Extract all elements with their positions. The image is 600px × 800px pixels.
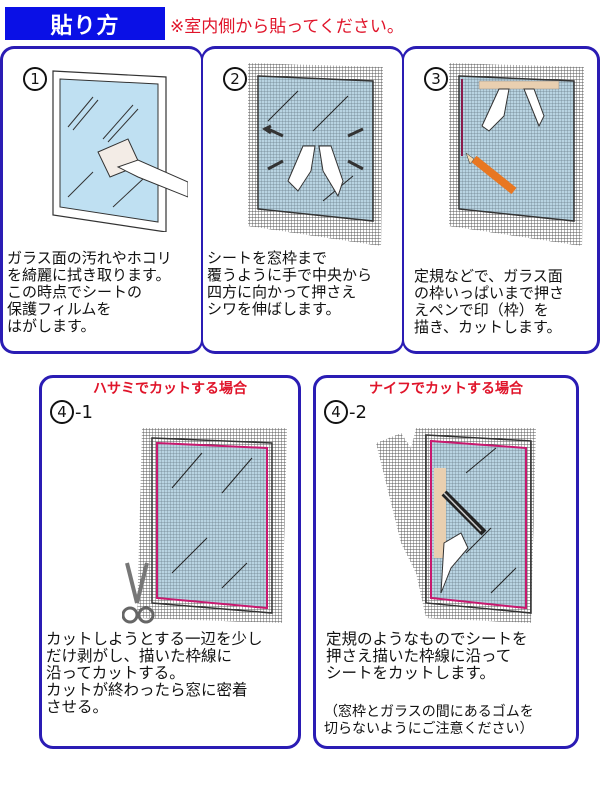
method-description: カットしようとする一辺を少し だけ剥がし、描いた枠線に 沿ってカットする。 カッ… — [46, 630, 263, 716]
ruler-pencil-illustration — [449, 63, 584, 246]
step-description: シートを窓枠まで 覆うように手で中央から 四方に向かって押さえ シワを伸ばします… — [207, 249, 373, 318]
step-number: 2 — [223, 67, 247, 91]
step-panel-3: 3 定規などで、ガラス面 の枠いっぱいまで押さ えペンで印（枠）を 描き、カット… — [402, 46, 600, 354]
step-description: 定規などで、ガラス面 の枠いっぱいまで押さ えペンで印（枠）を 描き、カットしま… — [414, 267, 565, 336]
method-description: 定規のようなものでシートを 押さえ描いた枠線に沿って シートをカットします。 — [326, 630, 528, 682]
step-number: 4 -2 — [324, 400, 367, 424]
step-number: 1 — [23, 67, 47, 91]
smoothing-sheet-illustration — [248, 63, 383, 246]
step-description: ガラス面の汚れやホコリ を綺麗に拭き取ります。 この時点でシートの 保護フィルム… — [7, 249, 172, 335]
method-panel-scissors: ハサミでカットする場合 4 -1 カットしようとする一辺を少し だけ剥がし、描い… — [39, 375, 301, 749]
step-number: 4 -1 — [50, 400, 93, 424]
page-title: 貼り方 — [5, 7, 165, 40]
header-note: ※室内側から貼ってください。 — [170, 17, 404, 37]
method-title: ハサミでカットする場合 — [93, 381, 247, 397]
step-panel-2: 2 シートを窓枠まで 覆うように手で中央から 四方に向かって押さえ シワを伸ばし… — [201, 46, 404, 354]
method-title: ナイフでカットする場合 — [369, 381, 523, 397]
step-number: 3 — [424, 67, 448, 91]
method-panel-knife: ナイフでカットする場合 4 -2 定規のようなものでシートを 押さえ描いた枠線に… — [313, 375, 579, 749]
cleaning-window-illustration — [52, 70, 188, 232]
scissors-cut-illustration — [122, 428, 287, 624]
knife-cut-illustration — [376, 428, 536, 623]
step-panel-1: 1 ガラス面の汚れやホコリ を綺麗に拭き取ります。 この時点でシートの 保護フィ… — [0, 46, 203, 354]
caution-note: （窓枠とガラスの間にあるゴムを 切らないようにご注意ください） — [324, 704, 534, 737]
